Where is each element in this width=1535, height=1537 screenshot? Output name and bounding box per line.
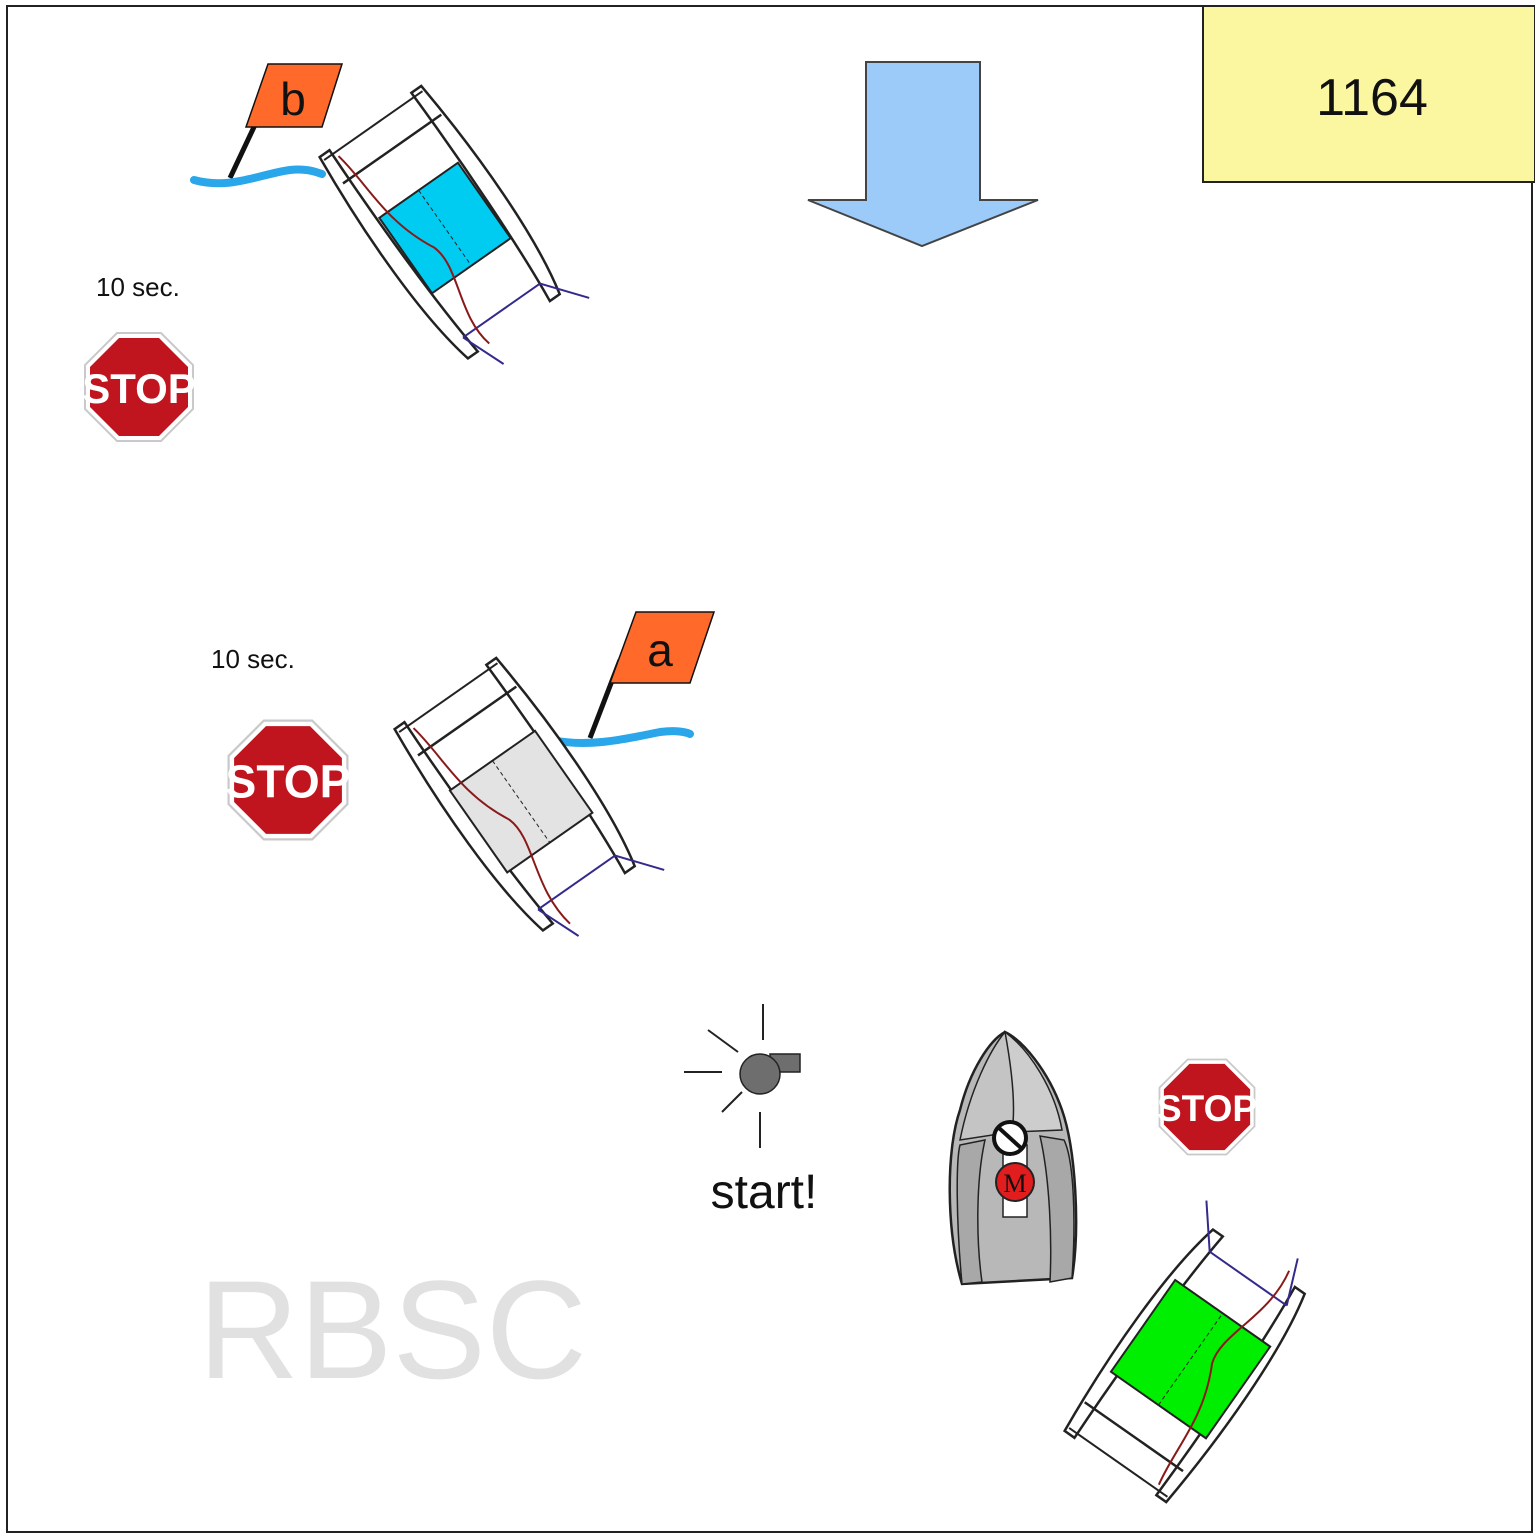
start-label: start! [711,1166,818,1219]
stop-sign-lower-icon: STOP [226,719,351,841]
committee-boat: M [948,1030,1078,1286]
diagram-frame: 1164 b a 10 sec. STOP 10 sec. STOP STOP [6,5,1535,1533]
committee-mark-icon [995,1162,1035,1202]
watermark: RBSC [198,1251,587,1408]
catamaran-green-sail [1109,1278,1272,1440]
stop-sign-upper-text: STOP [82,365,196,412]
committee-mark-letter: M [1003,1169,1026,1198]
stop-sign-upper-icon: STOP [82,332,196,442]
flag-a-icon: a [587,611,716,739]
start-line-upper [190,165,326,188]
start-line-lower [548,727,694,747]
catamaran-blue [313,75,594,387]
wind-direction-arrow-icon [807,61,1039,248]
stop-sign-committee-text: STOP [1157,1088,1257,1129]
scenario-number-box [1202,5,1535,183]
stop-sign-lower-text: STOP [226,756,351,808]
penalty-label-upper: 10 sec. [96,272,180,302]
catamaran-green [1050,1195,1330,1507]
whistle-icon [684,1004,801,1148]
scenario-number: 1164 [1316,69,1428,127]
flag-a-letter: a [647,624,673,676]
flag-b-icon: b [227,63,344,180]
stop-sign-committee-icon: STOP [1157,1058,1257,1156]
penalty-label-lower: 10 sec. [211,644,295,674]
flag-b-letter: b [280,73,306,125]
catamaran-blue-sail [377,161,513,295]
catamaran-grey [388,647,669,959]
